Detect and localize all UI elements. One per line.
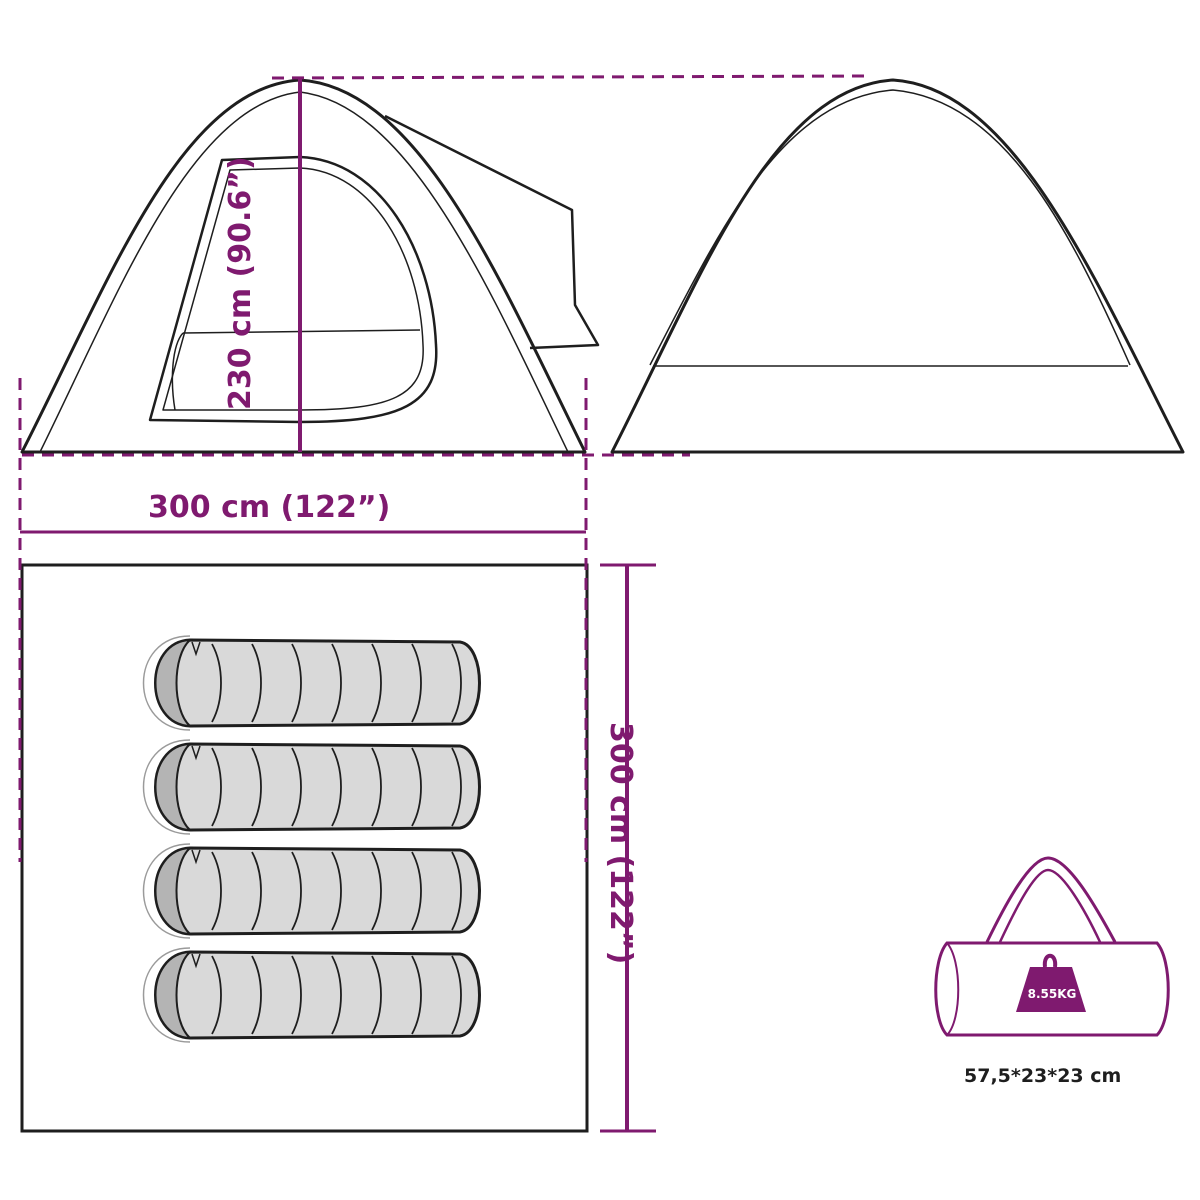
bag-handle-outer — [985, 856, 1117, 943]
door-zip-curve — [171, 332, 184, 411]
sleeping-bag-seam — [251, 643, 262, 723]
sleeping-bag-hood-outline — [142, 947, 191, 1043]
sleeping-bag — [142, 739, 481, 835]
sleeping-bag-seam — [251, 851, 262, 931]
sleeping-bag-zip-tag — [191, 641, 201, 657]
front-tent-outline — [20, 78, 587, 454]
sleeping-bag-body — [154, 846, 481, 936]
sleeping-bag-seam — [451, 851, 462, 931]
sleeping-bag-seam — [211, 955, 222, 1035]
front-width-label: 300 cm (122”) — [148, 490, 391, 525]
bag-weight-label: 8.55KG — [1027, 987, 1077, 1001]
sleeping-bag-seam — [251, 747, 262, 827]
sleeping-bag-seam — [371, 955, 382, 1035]
bag-handle-inner — [998, 868, 1102, 943]
sleeping-bag — [142, 947, 481, 1043]
sleeping-bag-seam — [251, 955, 262, 1035]
carry-bag-icon — [934, 856, 1170, 1037]
sleeping-bag-hood-outline — [142, 843, 191, 939]
sleeping-bag-seam — [371, 643, 382, 723]
sleeping-bag-seam — [411, 955, 422, 1035]
sleeping-bag-seam — [211, 643, 222, 723]
height-top-reference — [271, 74, 866, 80]
weight-body — [1016, 967, 1086, 1012]
sleeping-bag-hood-outline — [142, 739, 191, 835]
door-outline-inner — [162, 167, 424, 411]
side-tent-pole — [649, 89, 1131, 366]
sleeping-bags — [142, 635, 481, 1043]
sleeping-bag-seam — [451, 643, 462, 723]
dimension-lines — [18, 74, 866, 1133]
sleeping-bag-body — [154, 950, 481, 1040]
sleeping-bag-seam — [291, 643, 302, 723]
sleeping-bag-hood-outline — [142, 635, 191, 731]
front-view — [20, 78, 600, 454]
bag-end-cap — [946, 942, 960, 1036]
sleeping-bag-seam — [291, 955, 302, 1035]
bag-size-label: 57,5*23*23 cm — [964, 1065, 1122, 1087]
side-view — [610, 78, 1185, 454]
weight-handle — [1042, 953, 1058, 968]
sleeping-bag-body — [154, 638, 481, 728]
sleeping-bag — [142, 635, 481, 731]
weight-icon — [1016, 953, 1086, 1012]
sleeping-bag-zip-tag — [191, 953, 201, 969]
sleeping-bag-seam — [211, 747, 222, 827]
height-label: 230 cm (90.6”) — [223, 156, 258, 410]
sleeping-bag-seam — [331, 851, 342, 931]
sleeping-bag-seam — [451, 955, 462, 1035]
sleeping-bag-head — [154, 638, 193, 728]
sleeping-bag-seam — [451, 747, 462, 827]
bag-body — [934, 941, 1170, 1037]
sleeping-bag-seam — [371, 747, 382, 827]
sleeping-bag-seam — [371, 851, 382, 931]
sleeping-bag-seam — [411, 851, 422, 931]
sleeping-bag — [142, 843, 481, 939]
rain-fly-flap — [384, 114, 600, 350]
sleeping-bag-zip-tag — [191, 745, 201, 761]
floor-depth-label: 300 cm (122”) — [603, 722, 638, 965]
sleeping-bag-zip-tag — [191, 849, 201, 865]
sleeping-bag-seam — [291, 851, 302, 931]
sleeping-bag-seam — [291, 747, 302, 827]
sleeping-bag-body — [154, 742, 481, 832]
sleeping-bag-seam — [331, 955, 342, 1035]
door-outline-outer — [148, 155, 438, 424]
sleeping-bag-seam — [331, 643, 342, 723]
sleeping-bag-head — [154, 742, 193, 832]
floor-plan — [20, 563, 589, 1133]
sleeping-bag-seam — [211, 851, 222, 931]
sleeping-bag-seam — [411, 643, 422, 723]
sleeping-bag-head — [154, 846, 193, 936]
sleeping-bag-seam — [411, 747, 422, 827]
sleeping-bag-seam — [331, 747, 342, 827]
front-tent-pole — [39, 91, 569, 453]
side-tent-outline — [610, 78, 1185, 454]
sleeping-bag-head — [154, 950, 193, 1040]
